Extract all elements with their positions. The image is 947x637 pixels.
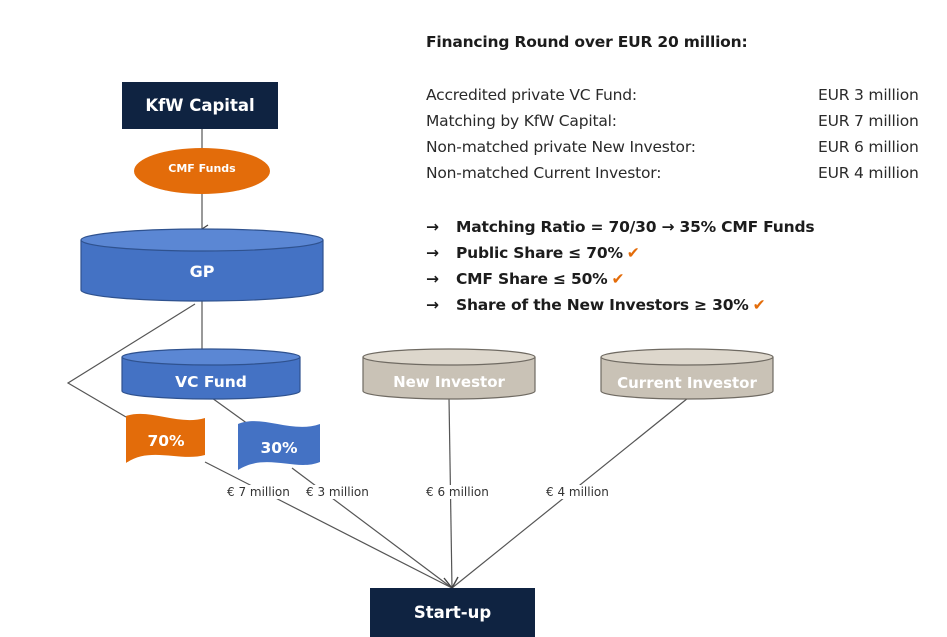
alloc-label-kfw: Matching by KfW Capital: [426,112,617,130]
public-share-label: 70% [147,432,185,450]
summary-heading: Financing Round over EUR 20 million: [426,33,748,51]
flow-label-kfw: € 7 million [226,485,291,499]
cmf-funds-ellipse [134,148,270,194]
newinvestor-cylinder [362,348,536,400]
cmf-funds-label: CMF Funds [168,162,236,175]
alloc-label-newinvestor: Non-matched private New Investor: [426,138,696,156]
private-share-flag [238,421,320,470]
result-text: Matching Ratio = 70/30 → 35% CMF Funds [456,218,815,236]
result-arrow-icon: → [426,270,439,288]
gp-public-path [66,303,196,418]
startup-box: Start-up [370,588,535,637]
flag70-to-startup-line [204,461,453,589]
alloc-amount-currentinvestor: EUR 4 million [818,164,919,182]
vcfund-label: VC Fund [175,373,247,391]
result-text: CMF Share ≤ 50% [456,270,608,288]
checkmark-icon: ✔ [626,244,640,262]
alloc-amount-vcfund: EUR 3 million [818,86,919,104]
startup-arrowhead [443,576,459,590]
private-share-label: 30% [260,439,298,457]
result-text: Share of the New Investors ≥ 30% [456,296,749,314]
result-arrow-icon: → [426,296,439,314]
startup-label: Start-up [413,603,492,622]
result-text: Public Share ≤ 70% [456,244,623,262]
flow-label-newinvestor: € 6 million [425,485,490,499]
result-new-investors-share: → Share of the New Investors ≥ 30%✔ [426,296,766,314]
flow-label-vcfund: € 3 million [305,485,370,499]
result-arrow-icon: → [426,244,439,262]
alloc-amount-newinvestor: EUR 6 million [818,138,919,156]
kfw-capital-label: KfW Capital [145,96,255,115]
currentinvestor-cylinder [600,348,774,400]
alloc-amount-kfw: EUR 7 million [818,112,919,130]
checkmark-icon: ✔ [611,270,625,288]
flow-label-currentinvestor: € 4 million [545,485,610,499]
result-public-share: → Public Share ≤ 70%✔ [426,244,640,262]
newinvestor-label: New Investor [393,373,505,391]
result-matching-ratio: → Matching Ratio = 70/30 → 35% CMF Funds [426,218,815,236]
result-arrow-icon: → [426,218,439,236]
vcfund-to-flag30-line [211,397,249,425]
currentinvestor-label: Current Investor [617,374,757,392]
checkmark-icon: ✔ [752,296,766,314]
result-cmf-share: → CMF Share ≤ 50%✔ [426,270,624,288]
alloc-label-currentinvestor: Non-matched Current Investor: [426,164,662,182]
alloc-label-vcfund: Accredited private VC Fund: [426,86,637,104]
kfw-capital-box: KfW Capital [122,82,278,129]
public-share-flag [126,413,205,463]
vcfund-cylinder [121,348,301,400]
gp-label: GP [189,262,215,281]
gp-cylinder [80,228,324,302]
